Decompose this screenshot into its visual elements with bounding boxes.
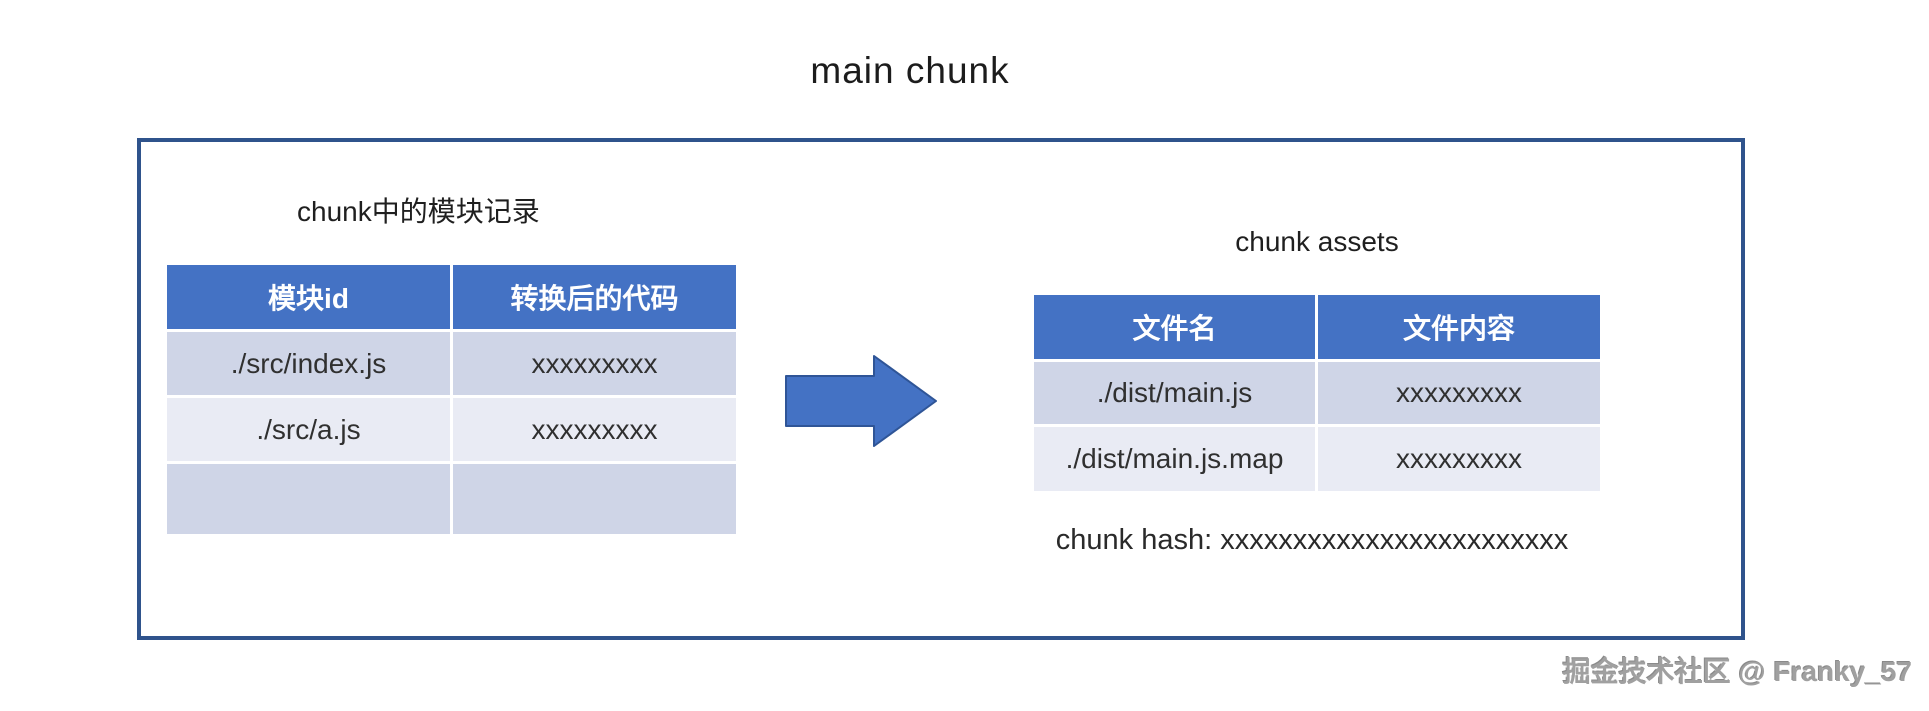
diagram-title: main chunk [810, 50, 1010, 91]
table-cell-module-id: ./src/a.js [167, 398, 450, 461]
right-arrow-icon [785, 355, 937, 447]
table-cell-code: xxxxxxxxx [453, 398, 736, 461]
column-header-file-name: 文件名 [1034, 295, 1315, 359]
main-chunk-box [137, 138, 1745, 640]
watermark-text: 掘金技术社区 @ Franky_57 [1562, 656, 1912, 687]
right-table-label: chunk assets [1235, 226, 1399, 257]
table-cell-file-name: ./dist/main.js [1034, 362, 1315, 424]
table-cell-code: xxxxxxxxx [453, 332, 736, 395]
table-cell-file-name: ./dist/main.js.map [1034, 427, 1315, 491]
column-header-module-id: 模块id [167, 265, 450, 329]
table-cell-file-content: xxxxxxxxx [1318, 362, 1600, 424]
left-table-label: chunk中的模块记录 [297, 196, 540, 227]
column-header-transformed-code: 转换后的代码 [453, 265, 736, 329]
table-cell-module-id: ./src/index.js [167, 332, 450, 395]
column-header-file-content: 文件内容 [1318, 295, 1600, 359]
table-cell-file-content: xxxxxxxxx [1318, 427, 1600, 491]
chunk-hash-text: chunk hash: xxxxxxxxxxxxxxxxxxxxxxxx [1055, 524, 1569, 556]
chunk-assets-table: 文件名 文件内容 ./dist/main.js xxxxxxxxx ./dist… [1034, 295, 1600, 491]
table-cell-code-empty [453, 464, 736, 534]
table-cell-module-id-empty [167, 464, 450, 534]
module-records-table: 模块id 转换后的代码 ./src/index.js xxxxxxxxx ./s… [167, 265, 736, 534]
